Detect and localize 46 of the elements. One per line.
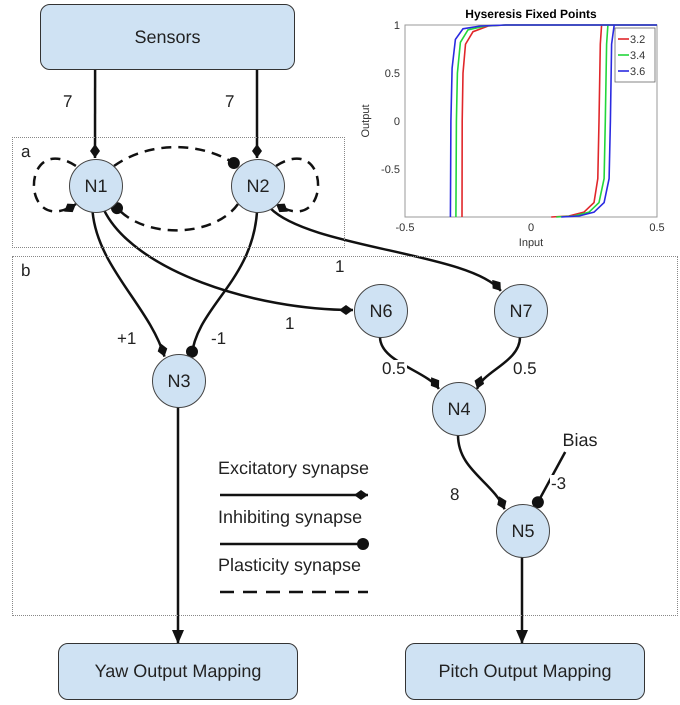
excitatory-synapse-line	[378, 336, 440, 390]
tick-label: 0.5	[649, 222, 665, 234]
neuron-circle: N2	[231, 159, 285, 213]
tick-label: 0.5	[384, 68, 400, 80]
process-box: Pitch Output Mapping	[405, 643, 645, 700]
inhibiting-synapse-line	[186, 212, 258, 358]
group-label: b	[21, 261, 30, 281]
process-box: Yaw Output Mapping	[58, 643, 298, 700]
axis-title: Output	[360, 104, 372, 138]
arrow	[172, 407, 184, 644]
tick-label: -0.5	[396, 222, 414, 234]
tick-label: 0	[528, 222, 534, 234]
excitatory-synapse-line	[270, 207, 502, 292]
excitatory-synapse-line	[252, 70, 262, 158]
neuron-circle: N6	[354, 284, 408, 338]
inhibiting-synapse-line	[532, 451, 566, 508]
plasticity-synapse-line	[113, 146, 240, 170]
legend-label: Inhibiting synapse	[218, 507, 362, 528]
neuron-circle: N4	[432, 382, 486, 436]
legend-label: Excitatory synapse	[218, 458, 370, 479]
group-frame	[12, 137, 345, 248]
chart-title: Hyseresis Fixed Points	[465, 7, 597, 21]
neuron-circle: N1	[69, 159, 123, 213]
legend-label: 3.2	[630, 34, 646, 46]
legend-label: 3.6	[630, 66, 646, 78]
excitatory-synapse-line	[103, 210, 354, 315]
group-label: a	[21, 142, 30, 162]
neuron-circle: N3	[152, 354, 206, 408]
legend-label: 3.4	[630, 50, 646, 62]
excitatory-synapse-line	[476, 336, 522, 390]
node-label: Bias	[557, 427, 603, 453]
tick-label: -0.5	[381, 164, 400, 176]
plasticity-synapse-line	[32, 158, 76, 212]
axis-title: Input	[518, 237, 544, 249]
neuron-circle: N7	[494, 284, 548, 338]
excitatory-synapse-line	[456, 434, 506, 510]
plasticity-synapse-line	[276, 158, 320, 212]
tick-label: 1	[394, 20, 400, 32]
excitatory-synapse-line	[91, 212, 167, 358]
legend-label: Plasticity synapse	[218, 555, 362, 576]
plasticity-synapse-line	[111, 202, 239, 232]
neuron-circle: N5	[496, 504, 550, 558]
process-box: Sensors	[40, 4, 295, 70]
arrow	[516, 557, 528, 644]
tick-label: 0	[394, 116, 400, 128]
excitatory-synapse-line	[90, 70, 100, 158]
